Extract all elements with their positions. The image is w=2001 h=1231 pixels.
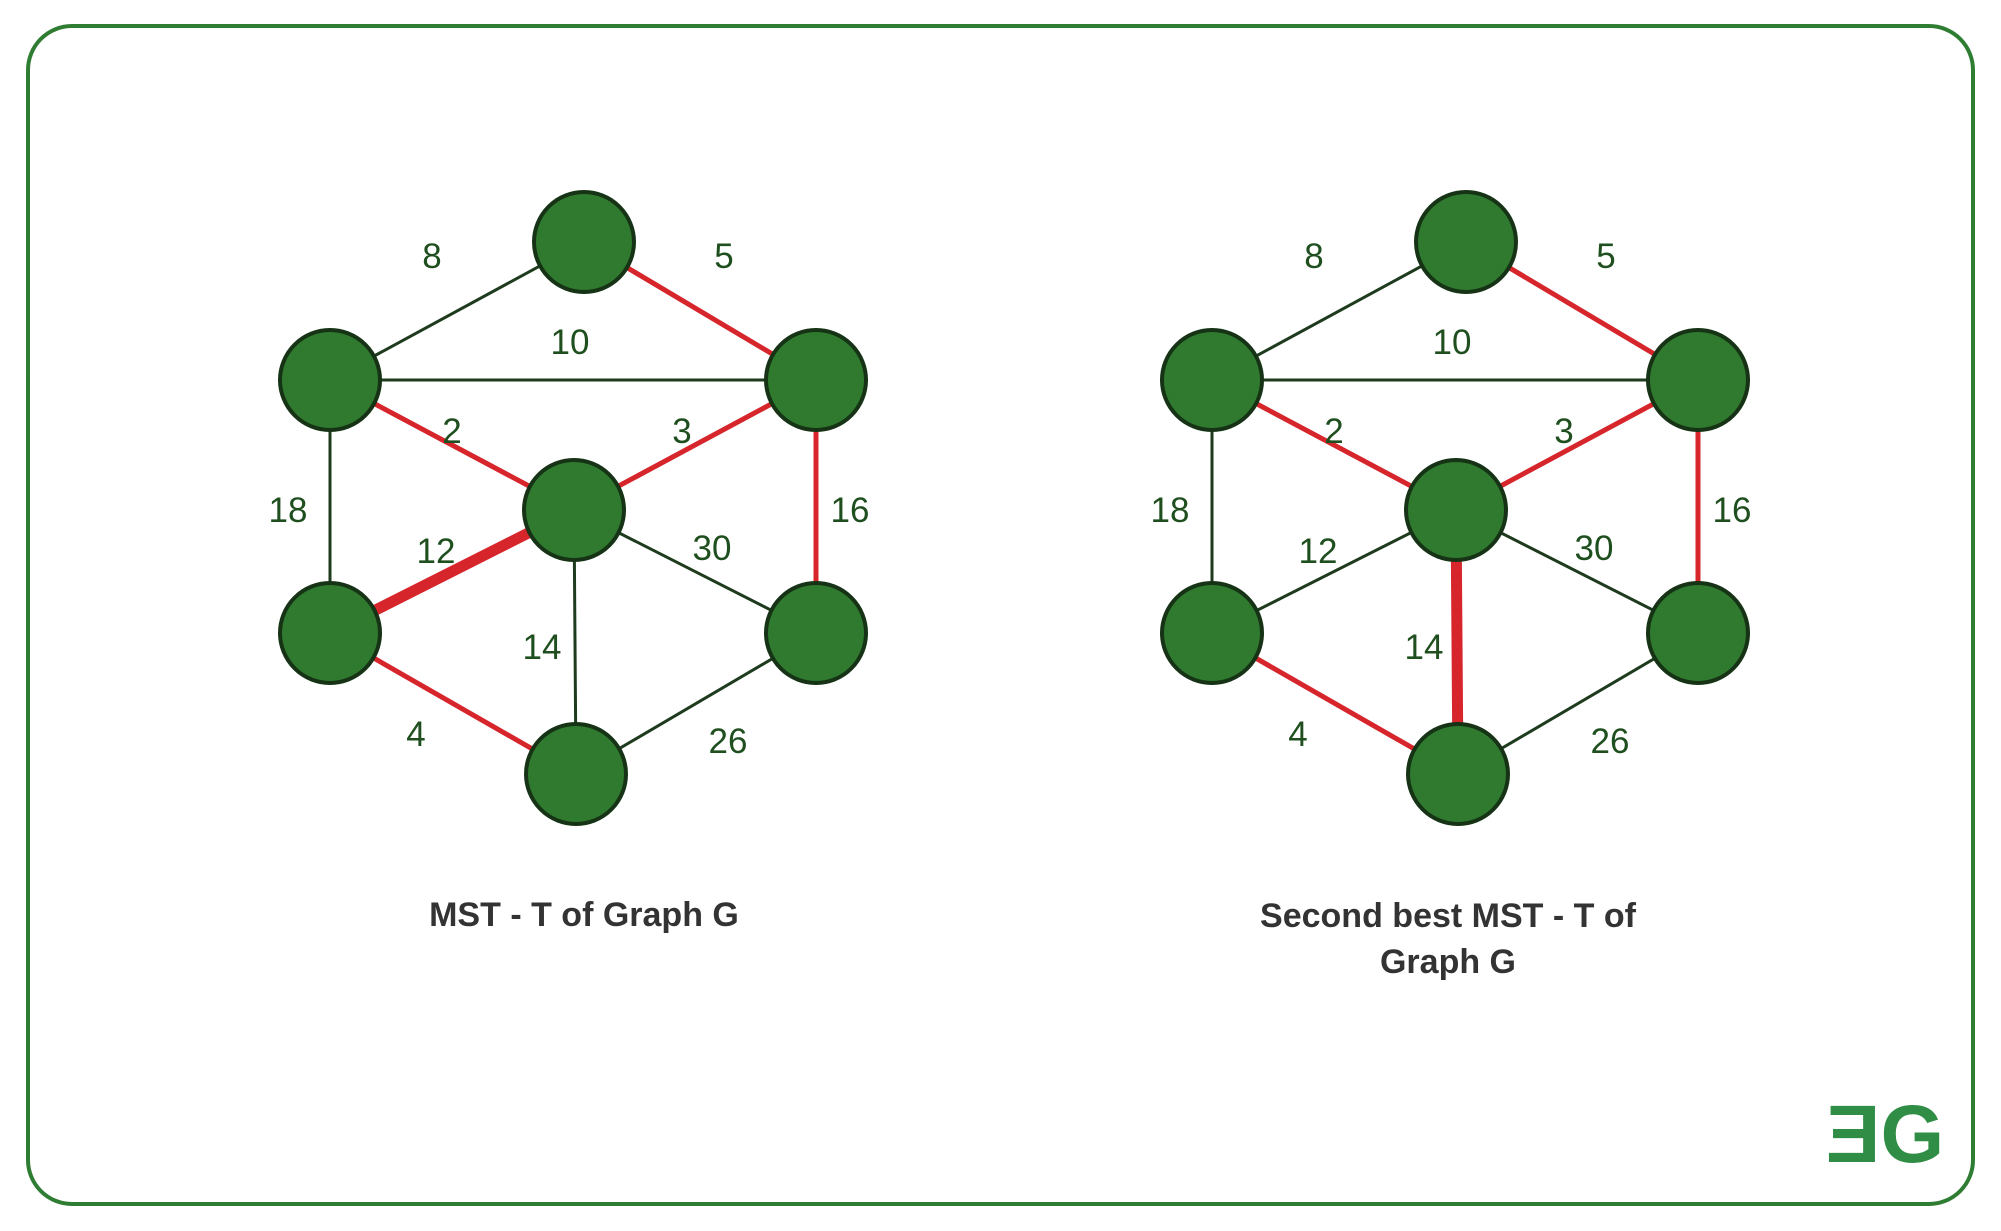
graph-caption: MST - T of Graph G xyxy=(429,896,739,934)
edge-weight-label: 14 xyxy=(1405,628,1444,667)
gfg-logo: ƎG xyxy=(1826,1089,1944,1180)
edge-weight-label: 5 xyxy=(1596,237,1615,276)
node-left-upper xyxy=(1160,328,1264,432)
node-center xyxy=(522,458,626,562)
edge-weight-label: 30 xyxy=(693,529,732,568)
edge-weight-label: 12 xyxy=(1299,532,1338,571)
edge-weight-label: 18 xyxy=(269,491,308,530)
edge-weight-label: 4 xyxy=(1288,715,1307,754)
node-right-upper xyxy=(764,328,868,432)
edge-weight-label: 10 xyxy=(551,323,590,362)
edge-weight-label: 2 xyxy=(1324,412,1343,451)
node-left-upper xyxy=(278,328,382,432)
edge-weight-label: 16 xyxy=(831,491,870,530)
node-left-lower xyxy=(278,581,382,685)
edge-weight-label: 26 xyxy=(709,722,748,761)
edge-weight-label: 14 xyxy=(523,628,562,667)
node-top xyxy=(532,190,636,294)
edge-weight-label: 3 xyxy=(672,412,691,451)
edge-weight-label: 16 xyxy=(1713,491,1752,530)
edge-weight-label: 12 xyxy=(417,532,456,571)
edge-weight-label: 8 xyxy=(422,237,441,276)
edge-weight-label: 2 xyxy=(442,412,461,451)
graph-caption: Second best MST - T of xyxy=(1260,897,1637,935)
frame-border xyxy=(26,24,1975,1206)
edge-weight-label: 8 xyxy=(1304,237,1323,276)
edge-weight-label: 3 xyxy=(1554,412,1573,451)
node-right-lower xyxy=(764,581,868,685)
edge-weight-label: 26 xyxy=(1591,722,1630,761)
edge-weight-label: 10 xyxy=(1433,323,1472,362)
node-left-lower xyxy=(1160,581,1264,685)
node-right-upper xyxy=(1646,328,1750,432)
edge-weight-label: 4 xyxy=(406,715,425,754)
graph-caption: Graph G xyxy=(1380,943,1516,981)
edge-weight-label: 5 xyxy=(714,237,733,276)
node-bottom xyxy=(1406,722,1510,826)
node-right-lower xyxy=(1646,581,1750,685)
edge-weight-label: 30 xyxy=(1575,529,1614,568)
edge-weight-label: 18 xyxy=(1151,491,1190,530)
node-bottom xyxy=(524,722,628,826)
node-center xyxy=(1404,458,1508,562)
node-top xyxy=(1414,190,1518,294)
